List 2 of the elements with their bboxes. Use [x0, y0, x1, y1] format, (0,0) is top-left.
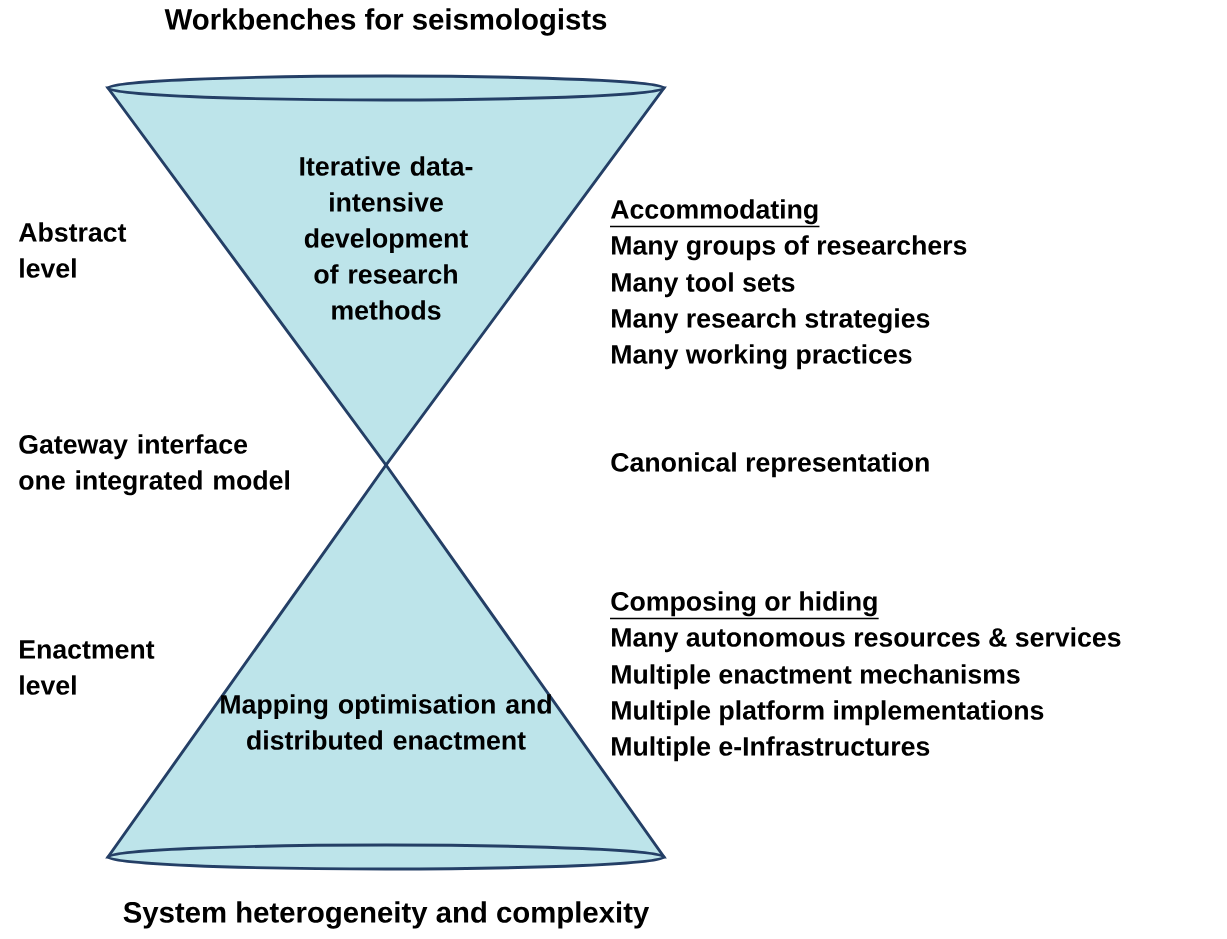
caption: System heterogeneity and complexity — [123, 901, 650, 929]
title: Workbenches for seismologists — [164, 8, 607, 36]
